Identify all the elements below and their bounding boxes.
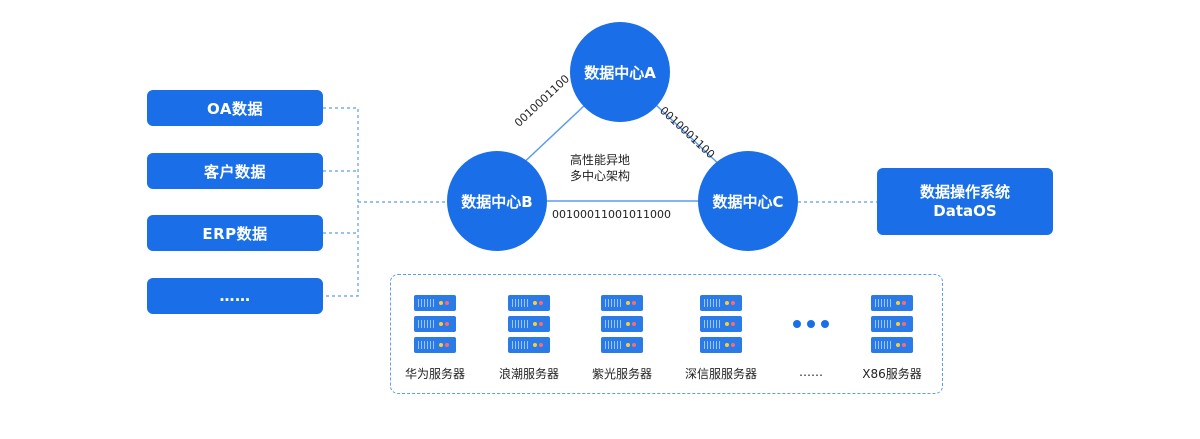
datacenter-a: 数据中心A — [570, 22, 670, 122]
server-huawei: 华为服务器 — [385, 295, 485, 382]
architecture-label: 高性能异地 多中心架构 — [560, 152, 640, 184]
server-more: …… — [761, 295, 861, 379]
server-label: 深信服服务器 — [684, 367, 757, 381]
more-dots-icon — [761, 295, 861, 353]
dataos-title: 数据操作系统 — [919, 182, 1010, 201]
server-inspur: 浪潮服务器 — [479, 295, 579, 382]
server-label: 华为服务器 — [404, 367, 465, 381]
server-label: 浪潮服务器 — [498, 367, 559, 381]
dataos-box: 数据操作系统 DataOS — [877, 168, 1053, 235]
architecture-label-line1: 高性能异地 — [569, 153, 630, 167]
server-rack-icon — [700, 295, 742, 353]
server-label: 紫光服务器 — [591, 367, 652, 381]
source-more: …… — [147, 278, 323, 314]
source-oa-data: OA数据 — [147, 90, 323, 126]
server-unisplendour: 紫光服务器 — [572, 295, 672, 382]
datacenter-b: 数据中心B — [447, 151, 547, 251]
dataos-subtitle: DataOS — [933, 201, 997, 220]
server-rack-icon — [508, 295, 550, 353]
source-erp-data: ERP数据 — [147, 215, 323, 251]
binary-label-bc: 00100011001011000 — [552, 208, 671, 221]
architecture-label-line2: 多中心架构 — [569, 169, 630, 183]
server-label: X86服务器 — [862, 367, 922, 381]
server-rack-icon — [414, 295, 456, 353]
server-rack-icon — [871, 295, 913, 353]
server-x86: X86服务器 — [842, 295, 942, 382]
server-panel: 华为服务器 浪潮服务器 紫光服务器 深信服服务器 — [390, 274, 943, 394]
datacenter-c: 数据中心C — [698, 151, 798, 251]
server-rack-icon — [601, 295, 643, 353]
server-sangfor: 深信服服务器 — [671, 295, 771, 382]
server-label: …… — [799, 365, 823, 379]
source-customer-data: 客户数据 — [147, 153, 323, 189]
